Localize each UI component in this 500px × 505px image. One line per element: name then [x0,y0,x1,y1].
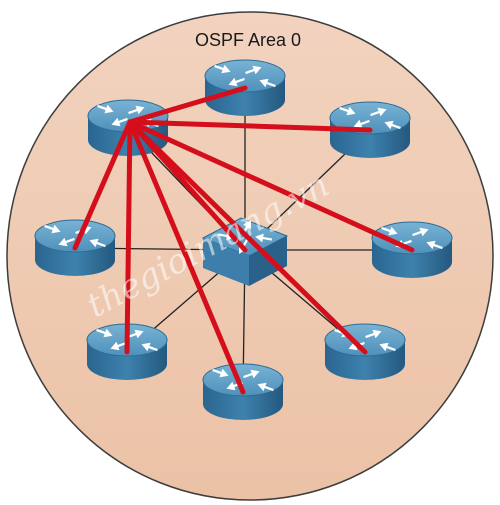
adjacency-r-topleft-r-botleft [124,119,133,355]
area-title: OSPF Area 0 [195,30,301,50]
ospf-adjacencies [72,85,415,395]
r-top-router-icon [204,59,286,116]
adjacency-r-topleft-r-botright [127,119,368,355]
adjacency-r-topleft-r-left [72,119,133,251]
adjacency-r-topleft-r-bottom [127,119,246,395]
adjacency-r-topleft-r-topright [127,119,373,133]
adjacency-r-topleft-switch [127,119,248,253]
adjacency-r-topleft-r-top [127,85,248,125]
r-bottom-router-icon [202,363,284,420]
r-left-router-icon [34,219,116,276]
adjacency-r-topleft-r-right [127,119,415,253]
r-right-router-icon [371,221,453,278]
